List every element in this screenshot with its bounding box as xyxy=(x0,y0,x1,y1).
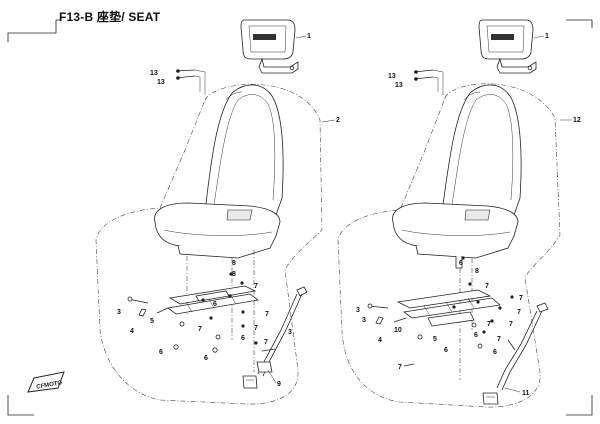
callout: 3 xyxy=(356,307,360,314)
callout: 9 xyxy=(277,381,281,388)
callout: 7 xyxy=(254,283,258,290)
frame-corners xyxy=(7,19,593,416)
callout: 6 xyxy=(159,349,163,356)
left-seat-cushion xyxy=(154,202,281,259)
callout: 6 xyxy=(241,335,245,342)
right-slide-rails xyxy=(396,289,501,327)
callout: 10 xyxy=(394,327,402,334)
left-leaders xyxy=(267,35,336,384)
left-screws xyxy=(175,69,206,95)
right-headrest xyxy=(478,19,537,74)
callout: 13 xyxy=(388,73,396,80)
callout: 7 xyxy=(198,326,202,333)
callout: 8 xyxy=(232,260,236,267)
callout: 4 xyxy=(130,328,134,335)
left-fasteners xyxy=(127,272,258,353)
callout: 11 xyxy=(522,390,530,397)
left-seat-belt xyxy=(242,286,308,389)
callout: 7 xyxy=(264,339,268,346)
left-assembly: 1 13 13 2 8 8 7 7 7 7 7 5 4 3 6 6 6 6 3 … xyxy=(95,19,340,405)
callout: 13 xyxy=(395,82,403,89)
right-screws xyxy=(413,69,444,95)
callout: 4 xyxy=(378,337,382,344)
callout: 3 xyxy=(288,329,292,336)
callout: 1 xyxy=(545,33,549,40)
left-seat-back xyxy=(204,84,284,219)
logo-text: CFMOTO xyxy=(36,380,63,390)
callout: 7 xyxy=(485,283,489,290)
left-boundary xyxy=(95,84,323,405)
callout: 3 xyxy=(117,309,121,316)
callout: 7 xyxy=(265,311,269,318)
brand-logo: CFMOTO xyxy=(27,371,65,393)
right-seat-belt xyxy=(482,302,549,405)
right-boundary xyxy=(337,83,561,408)
callout: 6 xyxy=(459,260,463,267)
right-headrest-logo xyxy=(491,34,514,40)
left-headrest-logo xyxy=(253,34,276,40)
right-seat-back xyxy=(441,84,522,219)
right-leaders xyxy=(504,35,572,393)
callout: 7 xyxy=(517,309,521,316)
callout: 2 xyxy=(336,117,340,124)
left-headrest xyxy=(240,19,299,74)
callout: 7 xyxy=(509,321,513,328)
page-title: F13-B 座垫/ SEAT xyxy=(59,10,161,24)
callout: 13 xyxy=(150,70,158,77)
right-fasteners xyxy=(367,256,516,367)
callout: 7 xyxy=(519,295,523,302)
callout: 8 xyxy=(232,271,236,278)
callout: 5 xyxy=(433,336,437,343)
callout: 6 xyxy=(474,332,478,339)
callout: 7 xyxy=(497,336,501,343)
callout: 6 xyxy=(213,301,217,308)
right-assembly: 1 13 13 12 6 8 7 7 7 7 7 7 3 3 10 4 5 6 … xyxy=(337,19,581,408)
callout: 7 xyxy=(487,321,491,328)
left-slide-rails xyxy=(167,285,259,315)
right-callouts: 1 13 13 12 6 8 7 7 7 7 7 7 3 3 10 4 5 6 … xyxy=(356,33,581,397)
callout: 8 xyxy=(475,268,479,275)
left-callouts: 1 13 13 2 8 8 7 7 7 7 7 5 4 3 6 6 6 6 3 … xyxy=(117,33,340,388)
callout: 1 xyxy=(307,33,311,40)
callout: 13 xyxy=(157,79,165,86)
callout: 6 xyxy=(444,347,448,354)
right-seat-cushion xyxy=(392,202,519,269)
callout: 7 xyxy=(254,325,258,332)
callout: 5 xyxy=(150,318,154,325)
callout: 12 xyxy=(573,117,581,124)
callout: 6 xyxy=(493,349,497,356)
callout: 6 xyxy=(204,355,208,362)
callout: 7 xyxy=(398,364,402,371)
callout: 3 xyxy=(362,317,366,324)
